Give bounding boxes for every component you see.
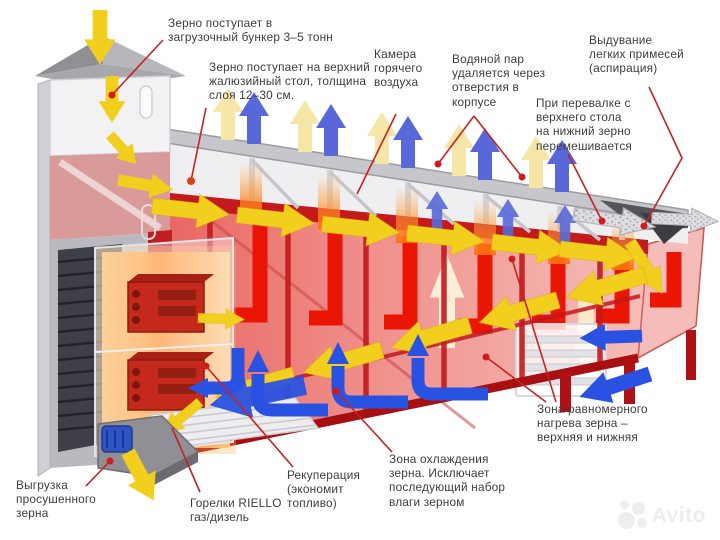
callout-loading-hopper: Зерно поступает в загрузочный бункер 3–5… <box>168 16 334 45</box>
callout-cooling-zone: Зона охлаждения зерна. Исключает последу… <box>389 452 506 509</box>
watermark-brand-text: Avito <box>651 504 706 527</box>
callout-aspiration: Выдувание легких примесей (аспирация) <box>589 33 684 76</box>
callout-dots <box>106 91 648 465</box>
callout-upper-table: Зерно поступает на верхний жалюзийный ст… <box>209 60 370 103</box>
cooling-air-arrows <box>188 322 655 427</box>
callout-steam-vents: Водяной пар удаляется через отверстия в … <box>452 52 546 109</box>
burner-unit <box>127 352 214 411</box>
discharge-motor <box>101 425 133 453</box>
burner-unit <box>127 274 214 333</box>
callout-hot-air-chamber: Камера горячего воздуха <box>374 47 423 90</box>
callout-unloading: Выгрузка просушенного зерна <box>16 478 96 521</box>
callout-burners: Горелки RIELLO газ/дизель <box>190 496 282 525</box>
avito-watermark: Avito <box>617 500 706 532</box>
callout-lines <box>85 39 683 493</box>
callout-heating-zones: Зона равномерного нагрева зерна – верхня… <box>537 402 648 445</box>
callout-recuperation: Рекуперация (экономит топливо) <box>287 468 361 511</box>
callout-mixing: При перевалке с верхнего стола на нижний… <box>536 96 633 153</box>
avito-logo-icon <box>617 500 648 532</box>
